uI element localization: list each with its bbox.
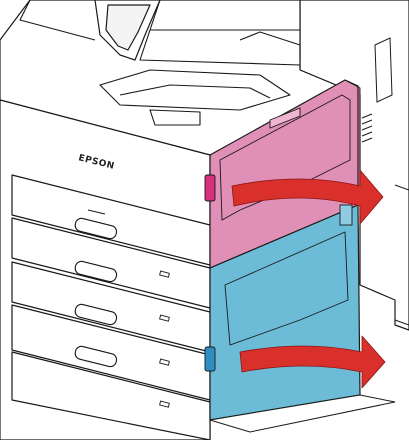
drawer-handle-4 <box>74 345 118 368</box>
upper-open-arrow <box>231 169 384 225</box>
side-vent <box>361 113 373 143</box>
side-details <box>361 37 409 326</box>
upper-cover-handle <box>269 107 301 129</box>
drawer-handle-3 <box>74 303 118 326</box>
curved-arrow-right-icon <box>239 335 386 389</box>
lower-cover-inner-edge <box>224 231 349 346</box>
upper-latch-lever[interactable] <box>204 174 216 202</box>
paper-drawer-5 <box>11 351 211 440</box>
control-panel <box>94 0 161 61</box>
paper-drawers <box>11 174 211 440</box>
lower-cover-tab <box>339 204 353 226</box>
lower-cover-bottom-edge <box>209 394 396 433</box>
drawer-indicators <box>159 270 170 408</box>
drawer-handle-1 <box>74 217 118 240</box>
upper-cover-inner-edge <box>219 94 351 221</box>
lower-latch-lever[interactable] <box>204 346 216 372</box>
output-tray <box>19 0 301 126</box>
control-panel-screen <box>105 4 151 51</box>
lower-open-arrow <box>239 335 386 389</box>
curved-arrow-right-icon <box>231 169 384 225</box>
drawer-handle-2 <box>74 260 118 283</box>
drawer-handles <box>74 209 118 368</box>
side-handle <box>374 37 393 103</box>
